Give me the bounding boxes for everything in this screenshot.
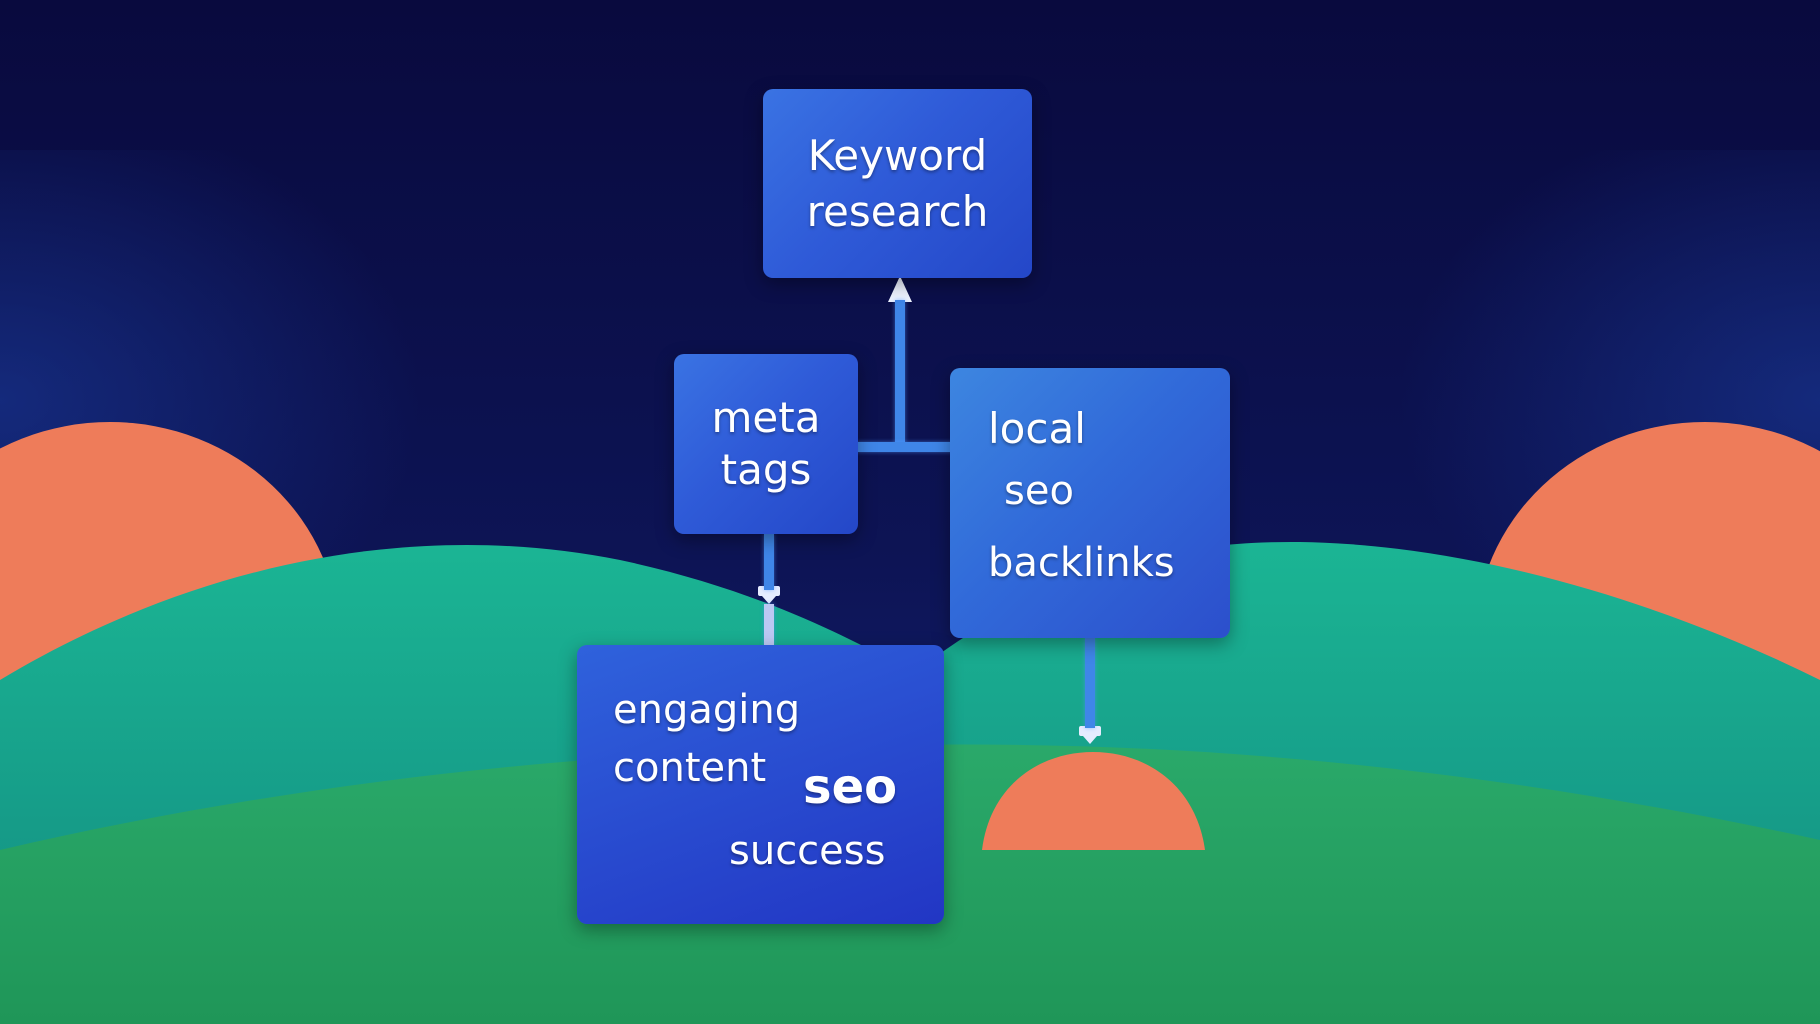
node-content-word-seo: seo: [803, 759, 898, 815]
node-content-word-content: content: [613, 745, 767, 791]
node-keyword-research: Keyword research: [763, 89, 1032, 278]
connector-cap-dome: [1079, 726, 1101, 736]
node-keyword-line-2: research: [806, 186, 989, 236]
node-content-word-engaging: engaging: [613, 687, 801, 733]
node-meta-tags: meta tags: [674, 354, 858, 534]
connector-local-down: [1085, 638, 1095, 728]
connector-meta-down: [764, 534, 774, 590]
connector-up-to-keyword: [895, 300, 905, 446]
connector-cap-dome-tip: [1083, 736, 1097, 744]
arrow-head-up: [888, 276, 912, 302]
connector-horizontal-hub: [856, 442, 954, 452]
node-local-seo-backlinks: local seo backlinks: [950, 368, 1230, 638]
small-dome: [982, 752, 1205, 850]
node-local-line-1: local: [988, 404, 1086, 453]
node-local-line-3: backlinks: [988, 540, 1175, 586]
node-meta-line-2: tags: [720, 445, 812, 494]
node-local-line-2: seo: [1004, 468, 1074, 514]
node-keyword-line-1: Keyword: [807, 130, 988, 180]
connector-meta-to-content: [764, 604, 774, 648]
connector-cap-meta-tip: [762, 596, 776, 604]
node-seo-success: engaging content seo success: [577, 645, 944, 924]
node-content-word-success: success: [729, 828, 886, 874]
connector-cap-meta: [758, 586, 780, 596]
node-meta-line-1: meta: [711, 393, 821, 442]
